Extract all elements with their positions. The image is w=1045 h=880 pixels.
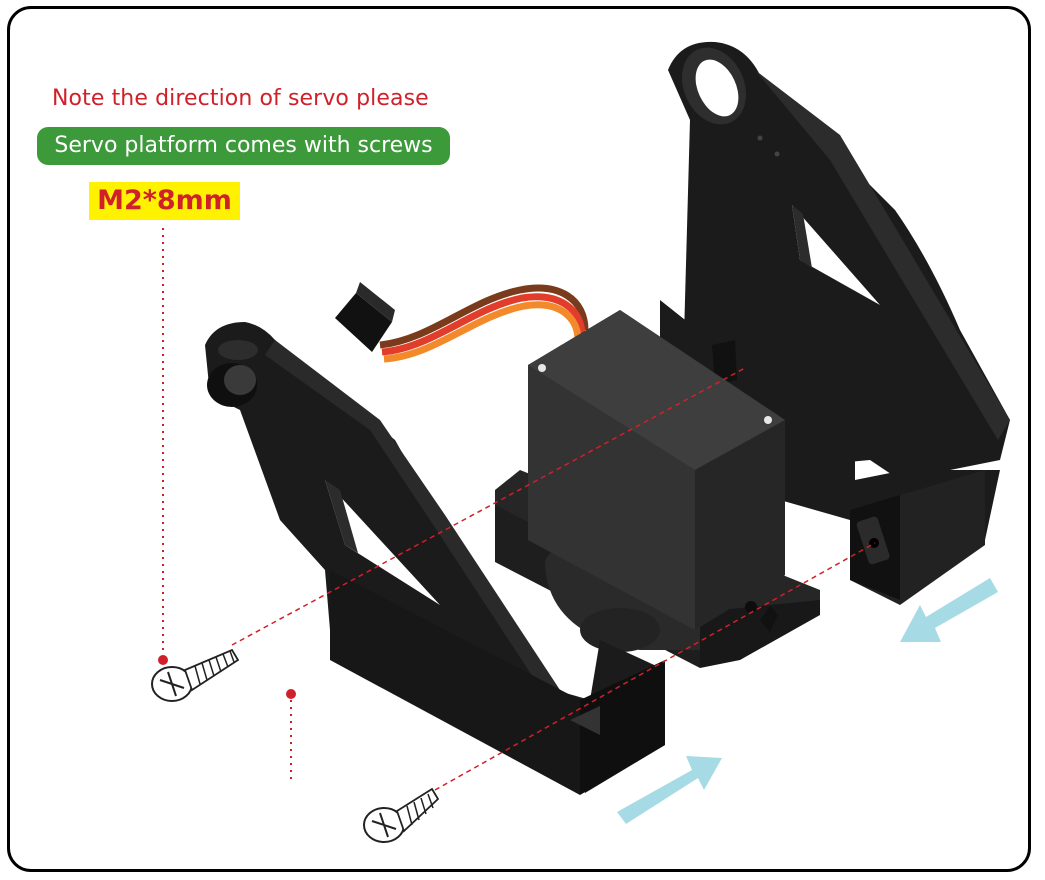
screw-size-label: M2*8mm [89,182,240,220]
direction-note: Note the direction of servo please [52,86,429,111]
servo-connector [335,293,392,352]
screw-icon [151,648,240,702]
arrow-icon [900,578,998,642]
servo-motor [335,282,820,668]
screw-icon [363,787,440,843]
right-bracket [660,41,1010,605]
left-bracket [205,322,665,795]
platform-note-badge: Servo platform comes with screws [37,127,450,165]
leader-lines [162,228,292,780]
leader-dot [158,655,168,665]
screw-guide-lines [231,367,876,791]
leader-dot [286,689,296,699]
arrow-icon [617,756,722,824]
